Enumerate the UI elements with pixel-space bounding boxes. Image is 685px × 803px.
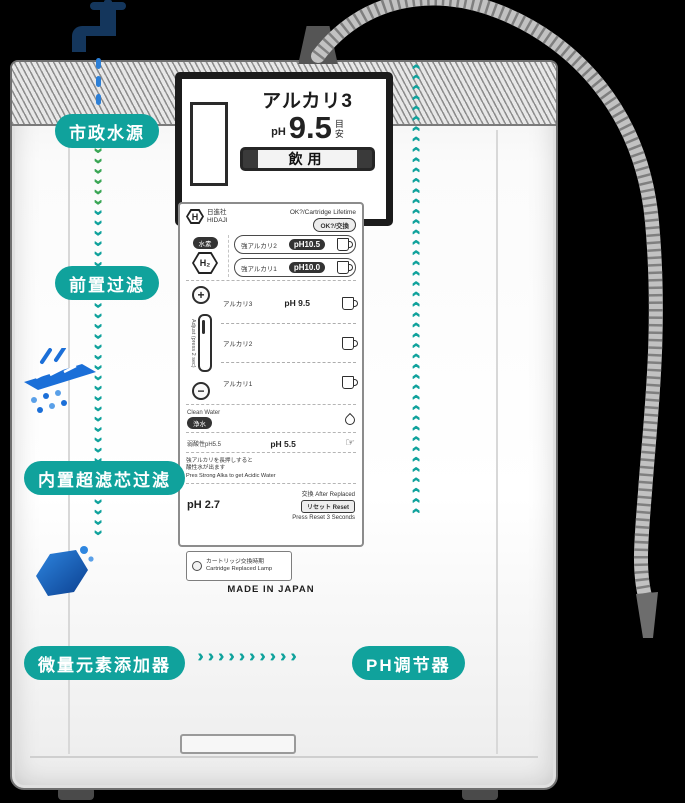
- cup-icon: [337, 238, 353, 251]
- lamp-dot-icon: [192, 561, 202, 571]
- strong-alkaline-1-button: 強アルカリ1 pH10.0: [234, 258, 356, 277]
- brand-logo: H 日進社 HIDAJI: [186, 209, 228, 224]
- acidic-label: 弱酸性pH5.5: [187, 442, 222, 448]
- cup-icon: [337, 261, 353, 274]
- hydrogen-block: 水素 H₂: [186, 235, 229, 277]
- flow-arrow-down-green: ››››››: [90, 148, 108, 211]
- display-ph-note: 目安: [334, 119, 344, 139]
- reset-button: リセット Reset: [300, 499, 355, 513]
- acidic-water-row: 弱酸性pH5.5 pH 5.5 ☞: [186, 436, 356, 453]
- cartridge-lamp-jp: カートリッジ交換時期: [206, 558, 264, 565]
- after-replaced-label: 交換 After Replaced: [301, 491, 355, 498]
- adjust-label: Adjust (press 2 sec): [190, 318, 196, 368]
- cup-icon: [342, 296, 358, 310]
- label-ultrafiltration: 内置超滤芯过滤: [24, 461, 185, 495]
- level-slider: [198, 314, 212, 372]
- label-pre-filtration: 前置过滤: [55, 266, 159, 300]
- alkaline-level-2-row: アルカリ2: [221, 324, 358, 364]
- cartridge-lamp-box: カートリッジ交換時期 Cartridge Replaced Lamp: [186, 551, 292, 581]
- machine-vent: [180, 734, 296, 754]
- plus-button: +: [192, 286, 210, 304]
- faucet-icon: [72, 0, 126, 52]
- label-ph-regulator: PH调节器: [352, 646, 465, 680]
- brand-name-jp: 日進社: [207, 209, 227, 217]
- display-drinking-mode: 飲用: [239, 147, 376, 172]
- machine-left-edge-line: [68, 130, 70, 754]
- cup-icon: [341, 336, 358, 350]
- hand-icon: ☞: [345, 437, 355, 449]
- water-drips-icon: [96, 58, 101, 105]
- machine-foot-right: [462, 787, 498, 800]
- hose-nozzle: [636, 592, 658, 638]
- clean-water-row: Clean Water 浄水: [186, 408, 358, 433]
- brand-name-en: HIDAJI: [207, 216, 228, 224]
- filter-icon: [24, 348, 96, 413]
- hexagon-mineral-icon: [36, 546, 94, 596]
- hydrogen-label: 水素: [192, 237, 218, 249]
- machine-right-edge-line: [496, 130, 498, 754]
- acidic-ph: pH 5.5: [270, 438, 296, 449]
- cup-icon: [341, 376, 358, 390]
- machine-bottom-line: [30, 756, 538, 758]
- ok-button: OK?/交換: [313, 218, 356, 232]
- alkaline-level-1-row: アルカリ1: [221, 363, 358, 402]
- strong-alkaline-2-button: 強アルカリ2 pH10.5: [234, 235, 356, 254]
- flow-arrow-up: ‹‹‹‹‹‹‹‹‹‹‹‹‹‹‹‹‹‹‹‹‹‹‹‹‹‹‹‹‹‹‹‹‹‹‹‹‹‹‹‹…: [408, 64, 426, 519]
- machine-foot-left: [58, 787, 94, 800]
- made-in-japan-label: MADE IN JAPAN: [227, 584, 315, 595]
- label-trace-element-adder: 微量元素添加器: [24, 646, 185, 680]
- flow-arrow-right: ››››››››››: [198, 648, 302, 666]
- drop-icon: [342, 412, 358, 427]
- control-panel: H 日進社 HIDAJI OK?/Cartridge Lifetime OK?/…: [178, 202, 364, 547]
- minus-button: −: [192, 382, 210, 400]
- clean-water-en: Clean Water: [187, 410, 221, 416]
- brand-logo-icon: H: [186, 209, 204, 224]
- strong-acid-row: pH 2.7 交換 After Replaced リセット Reset Pres…: [186, 487, 356, 523]
- strong-acid-ph: pH 2.7: [187, 498, 221, 511]
- display-ph-value: 9.5: [288, 110, 332, 145]
- lcd-display: アルカリ3 pH 9.5 目安 飲用: [175, 72, 393, 226]
- cartridge-lamp-en: Cartridge Replaced Lamp: [206, 566, 273, 572]
- display-ph-label: pH: [271, 126, 286, 139]
- strong-acid-note: 強アルカリを長押しすると 酸性水が出ます Pres Strong Alka to…: [186, 456, 356, 484]
- label-municipal-water-source: 市政水源: [55, 114, 159, 148]
- cartridge-lifetime-label: OK?/Cartridge Lifetime: [289, 209, 356, 216]
- h2-hexagon-icon: H₂: [192, 252, 218, 274]
- water-level-indicator: [190, 102, 228, 186]
- clean-water-jp: 浄水: [187, 417, 212, 429]
- alkaline-level-3-row: アルカリ3 pH 9.5: [221, 284, 358, 324]
- display-mode-name: アルカリ3: [262, 91, 353, 112]
- reset-note: Press Reset 3 Seconds: [292, 514, 355, 521]
